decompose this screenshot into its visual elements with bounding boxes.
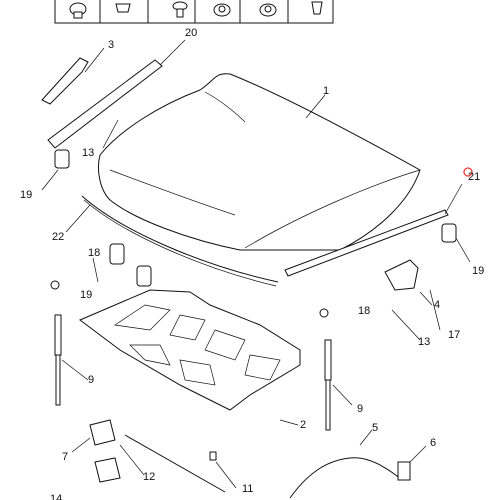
hood-panel xyxy=(97,73,421,251)
callout-13-right: 13 xyxy=(418,336,431,348)
callout-2: 2 xyxy=(300,419,307,431)
nut-icon xyxy=(213,3,231,17)
callout-11: 11 xyxy=(242,483,254,495)
callout-13-left: 13 xyxy=(82,147,95,159)
hood-hinge-left xyxy=(41,57,89,105)
rubber-bumper xyxy=(109,243,125,265)
annotation-marker xyxy=(463,167,473,177)
callout-9-left: 9 xyxy=(88,374,95,386)
callout-19-left: 19 xyxy=(20,189,33,201)
grommet xyxy=(209,451,217,461)
rubber-bumper xyxy=(441,223,457,243)
nut-icon xyxy=(259,3,277,17)
callout-1: 1 xyxy=(323,85,330,97)
release-cable xyxy=(289,457,403,499)
leader-lines xyxy=(41,39,471,489)
clip-icon xyxy=(69,2,87,19)
callout-3: 3 xyxy=(108,39,115,51)
callout-19-middle: 19 xyxy=(80,289,93,301)
latch-switch xyxy=(94,457,121,483)
callout-20: 20 xyxy=(185,27,198,39)
callout-17: 17 xyxy=(448,329,461,341)
support-rod xyxy=(124,434,226,493)
hood-insulation-pad xyxy=(79,289,301,411)
callout-6: 6 xyxy=(430,437,437,449)
callout-9-right: 9 xyxy=(357,403,364,415)
callout-22: 22 xyxy=(52,231,65,243)
callout-14: 14 xyxy=(50,493,63,500)
hood-strip-left xyxy=(47,59,163,149)
callout-5: 5 xyxy=(372,422,379,434)
callout-18-right: 18 xyxy=(358,305,371,317)
hood-lock xyxy=(89,419,116,446)
gas-strut-left xyxy=(54,314,62,406)
rubber-bumper xyxy=(136,265,152,287)
hood-strip-right xyxy=(284,209,449,277)
callout-18-left: 18 xyxy=(88,247,101,259)
fastener-table xyxy=(54,0,334,24)
ball-stud xyxy=(319,308,329,318)
clip-icon xyxy=(115,3,131,13)
release-handle xyxy=(397,461,411,481)
hood-seal-front xyxy=(81,195,279,287)
ball-stud xyxy=(50,280,60,290)
rubber-bumper xyxy=(54,149,70,169)
callout-4: 4 xyxy=(434,299,441,311)
hood-latch xyxy=(384,259,419,291)
push-pin-icon xyxy=(172,1,188,18)
callout-12: 12 xyxy=(143,471,156,483)
gas-strut-right xyxy=(324,339,332,431)
callout-7: 7 xyxy=(62,451,69,463)
clip-icon xyxy=(311,1,323,15)
callout-21: 21 xyxy=(468,171,481,183)
callout-19-right: 19 xyxy=(472,265,485,277)
